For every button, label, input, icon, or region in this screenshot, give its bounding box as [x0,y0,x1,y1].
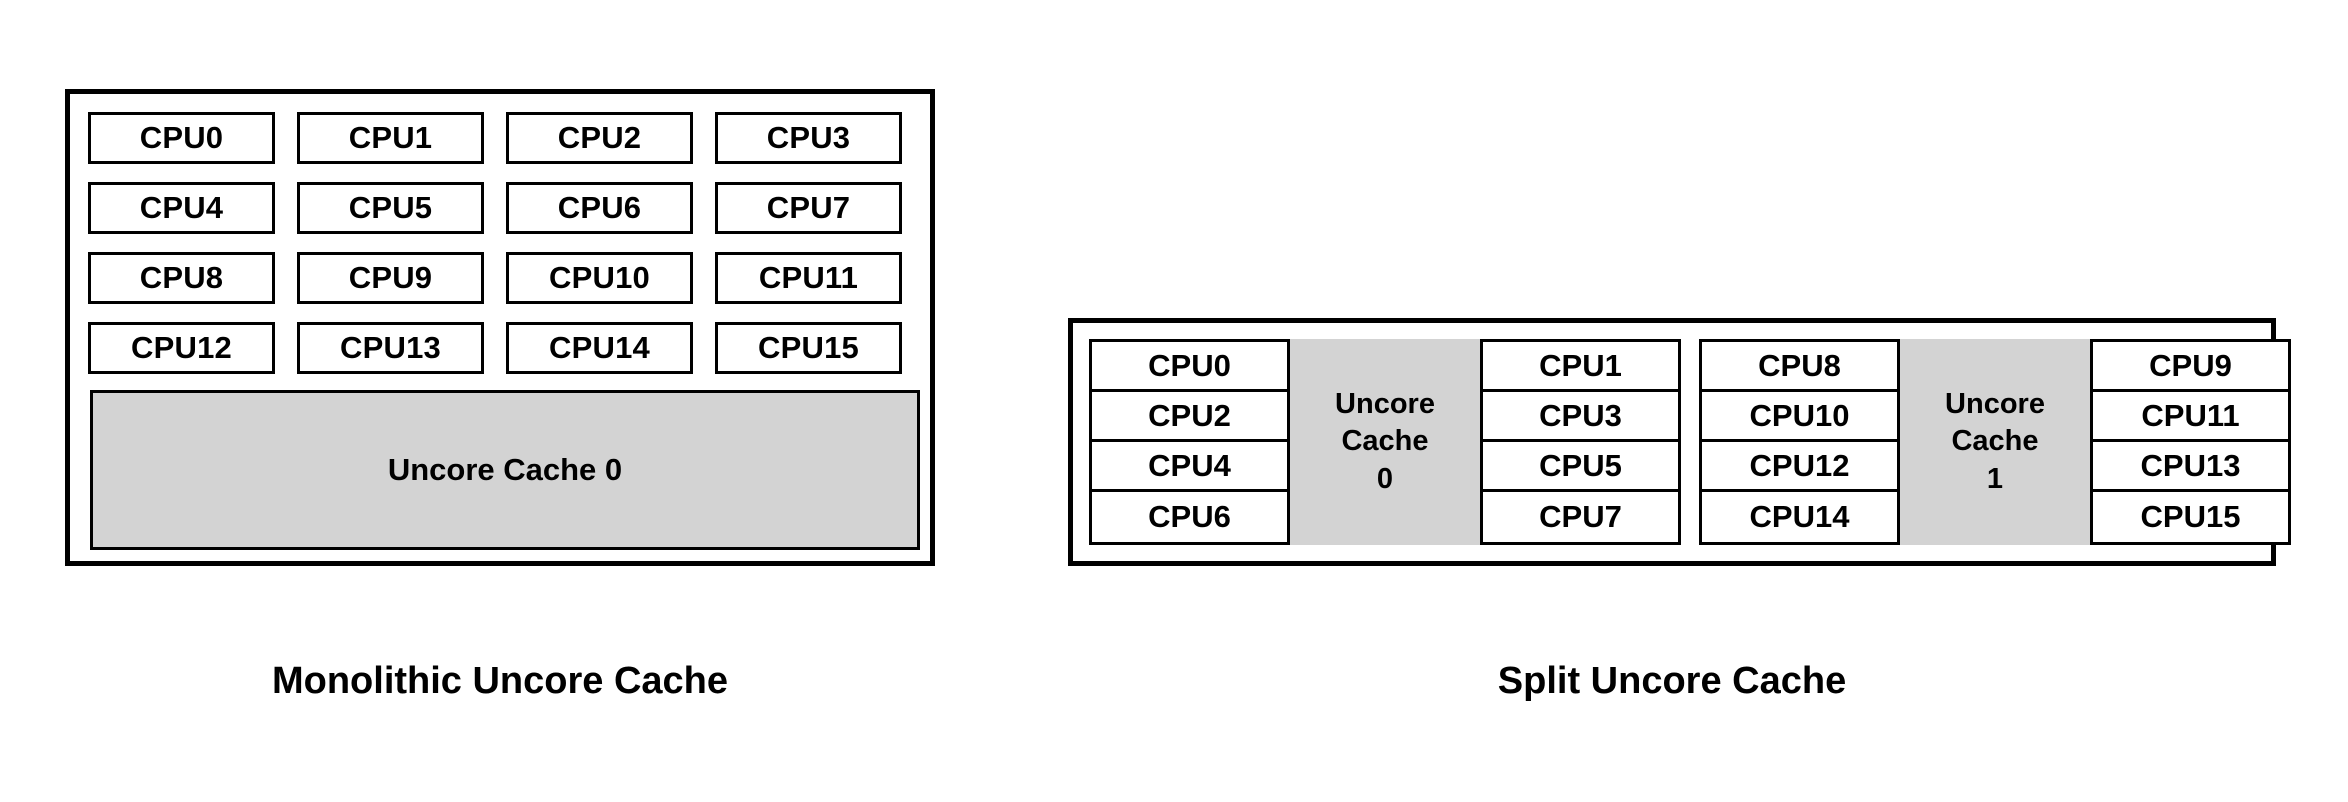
cpu-box: CPU7 [715,182,902,234]
cpu-box: CPU12 [1702,442,1897,492]
cpu-box: CPU15 [715,322,902,374]
cpu-box: CPU3 [715,112,902,164]
cpu-box: CPU15 [2093,492,2288,542]
uncore-cache-label-line2: Cache [1951,425,2039,458]
cpu-box: CPU4 [1092,442,1287,492]
cpu-box: CPU6 [506,182,693,234]
uncore-cache-label-line1: Uncore [1335,388,1435,421]
split-group: CPU8 CPU10 CPU12 CPU14 Uncore Cache 1 CP… [1699,339,2291,545]
cpu-box: CPU9 [297,252,484,304]
uncore-cache-label-line3: 0 [1376,462,1394,495]
uncore-cache-box: Uncore Cache 1 [1900,339,2090,545]
cpu-box: CPU12 [88,322,275,374]
uncore-cache-box: Uncore Cache 0 [1290,339,1480,545]
cpu-box: CPU5 [297,182,484,234]
monolithic-uncore-diagram: CPU0 CPU1 CPU2 CPU3 CPU4 CPU5 CPU6 CPU7 … [65,89,935,566]
uncore-cache-box: Uncore Cache 0 [90,390,920,550]
split-caption: Split Uncore Cache [1497,660,1847,702]
split-group: CPU0 CPU2 CPU4 CPU6 Uncore Cache 0 CPU1 … [1089,339,1681,545]
cpu-box: CPU13 [297,322,484,374]
split-cpu-column-left: CPU8 CPU10 CPU12 CPU14 [1699,339,1900,545]
split-cpu-column-right: CPU1 CPU3 CPU5 CPU7 [1480,339,1681,545]
cpu-box: CPU1 [1483,342,1678,392]
split-cpu-column-right: CPU9 CPU11 CPU13 CPU15 [2090,339,2291,545]
cpu-box: CPU10 [506,252,693,304]
split-uncore-diagram: CPU0 CPU2 CPU4 CPU6 Uncore Cache 0 CPU1 … [1068,318,2291,566]
monolithic-cpu-grid: CPU0 CPU1 CPU2 CPU3 CPU4 CPU5 CPU6 CPU7 … [88,112,922,374]
cpu-box: CPU8 [88,252,275,304]
split-cpu-column-left: CPU0 CPU2 CPU4 CPU6 [1089,339,1290,545]
cpu-box: CPU6 [1092,492,1287,542]
cpu-box: CPU0 [88,112,275,164]
cpu-box: CPU2 [506,112,693,164]
cpu-box: CPU4 [88,182,275,234]
cpu-box: CPU0 [1092,342,1287,392]
uncore-cache-label-line3: 1 [1986,462,2004,495]
monolithic-caption: Monolithic Uncore Cache [271,660,729,702]
cpu-box: CPU10 [1702,392,1897,442]
cpu-box: CPU7 [1483,492,1678,542]
uncore-cache-label-line2: Cache [1341,425,1429,458]
cpu-box: CPU5 [1483,442,1678,492]
cpu-box: CPU11 [2093,392,2288,442]
cpu-box: CPU2 [1092,392,1287,442]
cpu-box: CPU3 [1483,392,1678,442]
cpu-box: CPU11 [715,252,902,304]
cpu-box: CPU14 [1702,492,1897,542]
uncore-cache-label-line1: Uncore [1945,388,2045,421]
cpu-box: CPU1 [297,112,484,164]
cpu-box: CPU9 [2093,342,2288,392]
cpu-box: CPU14 [506,322,693,374]
split-group-container: CPU0 CPU2 CPU4 CPU6 Uncore Cache 0 CPU1 … [1089,339,2291,545]
cpu-box: CPU13 [2093,442,2288,492]
cpu-box: CPU8 [1702,342,1897,392]
